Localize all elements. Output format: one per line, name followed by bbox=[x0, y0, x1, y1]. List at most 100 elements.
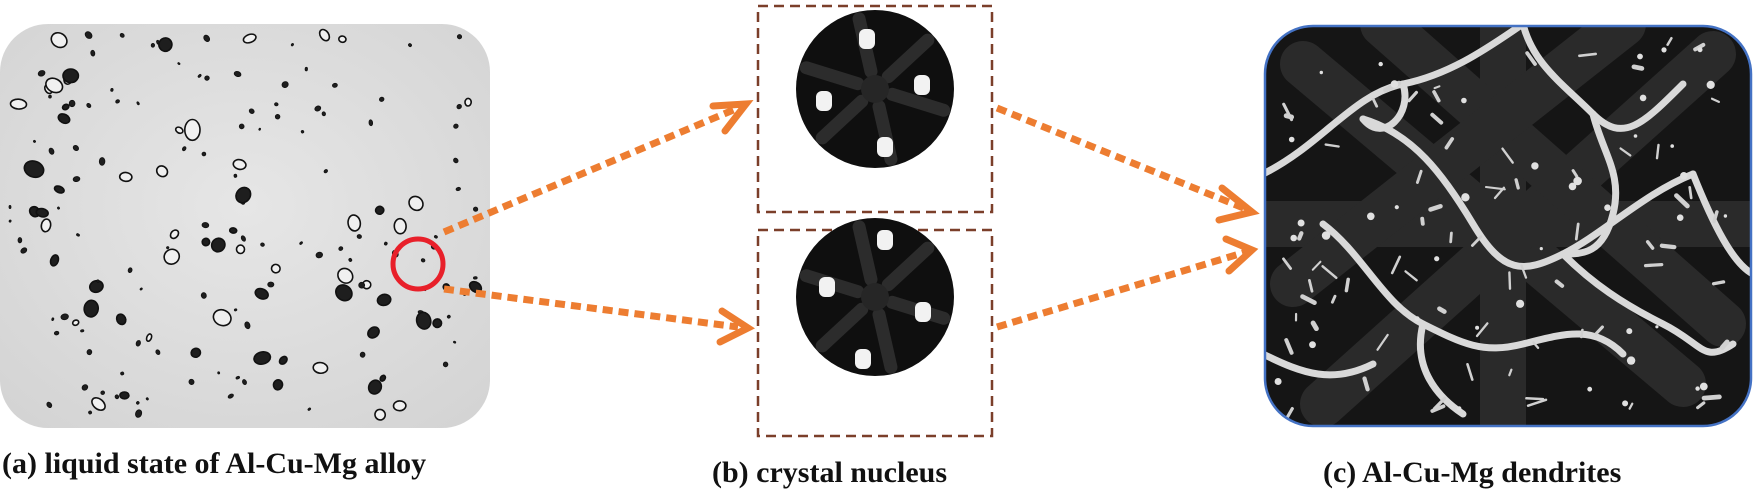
solute-boundary bbox=[1689, 170, 1751, 278]
solute-spot bbox=[859, 29, 875, 49]
side-branch bbox=[1470, 235, 1483, 247]
particle bbox=[203, 34, 211, 43]
particle bbox=[83, 299, 100, 318]
solute-dot bbox=[1461, 97, 1467, 104]
side-branch bbox=[1628, 402, 1634, 410]
side-branch bbox=[1344, 277, 1350, 293]
particle bbox=[155, 165, 169, 178]
particle bbox=[204, 75, 210, 81]
particle bbox=[456, 103, 462, 110]
particle bbox=[201, 151, 207, 157]
particle bbox=[335, 284, 353, 302]
particle bbox=[118, 171, 133, 183]
particle bbox=[318, 28, 331, 42]
solute-dot bbox=[1568, 182, 1577, 191]
solute-dot bbox=[1699, 382, 1708, 391]
solute-dot bbox=[1706, 80, 1715, 89]
arrowhead-2 bbox=[716, 307, 756, 346]
side-branch bbox=[1688, 185, 1693, 200]
solute-dot bbox=[1367, 212, 1375, 221]
solute-boundary bbox=[1359, 80, 1409, 132]
particle bbox=[174, 126, 184, 135]
side-branch bbox=[1297, 231, 1304, 241]
particle bbox=[139, 287, 143, 291]
particle bbox=[367, 379, 383, 395]
dendrite-frame bbox=[1263, 24, 1753, 428]
side-branch bbox=[1619, 147, 1632, 157]
particle bbox=[244, 321, 251, 330]
particle bbox=[238, 123, 245, 130]
particle bbox=[110, 88, 114, 92]
side-branch bbox=[1645, 240, 1655, 250]
particle bbox=[321, 111, 326, 117]
particle bbox=[379, 374, 387, 382]
particle bbox=[145, 333, 153, 343]
caption-a: (a) liquid state of Al-Cu-Mg alloy bbox=[2, 447, 427, 480]
solute-dot bbox=[1697, 47, 1703, 53]
solute-dot bbox=[1390, 80, 1399, 88]
particle bbox=[312, 361, 329, 375]
micrograph-image bbox=[0, 24, 490, 428]
side-branch bbox=[1404, 270, 1418, 282]
particle bbox=[20, 247, 28, 254]
side-branch bbox=[1362, 376, 1370, 392]
solute-dot bbox=[1290, 234, 1297, 242]
particle bbox=[96, 279, 100, 283]
side-branch bbox=[1484, 185, 1506, 191]
side-branch bbox=[1655, 143, 1660, 160]
side-branch bbox=[1514, 178, 1520, 190]
particle bbox=[383, 241, 388, 246]
particle bbox=[393, 217, 407, 235]
side-branch bbox=[1282, 257, 1293, 270]
particle bbox=[260, 242, 265, 247]
solute-dot bbox=[1723, 214, 1728, 218]
particle bbox=[253, 351, 272, 365]
particle bbox=[201, 222, 210, 229]
side-branch bbox=[1508, 368, 1513, 377]
solute-dot bbox=[1661, 47, 1667, 53]
side-branch bbox=[1525, 51, 1537, 66]
particle bbox=[290, 43, 294, 47]
solute-dot bbox=[1457, 406, 1462, 411]
side-branch bbox=[1371, 97, 1379, 108]
solute-dot bbox=[1516, 299, 1525, 308]
particle bbox=[408, 195, 424, 212]
particle bbox=[84, 31, 93, 39]
side-branch bbox=[1415, 169, 1423, 184]
solute-dot bbox=[1475, 325, 1480, 330]
caption-c: (c) Al-Cu-Mg dendrites bbox=[1323, 456, 1622, 489]
crystal-nucleus-top bbox=[796, 10, 954, 168]
side-branch bbox=[1428, 203, 1443, 212]
arrowhead-1 bbox=[709, 100, 754, 135]
particle bbox=[115, 313, 127, 326]
solute-dot bbox=[1274, 378, 1282, 385]
particle bbox=[232, 158, 247, 171]
particle bbox=[299, 241, 303, 245]
particle bbox=[315, 251, 323, 259]
nucleus-arm bbox=[852, 220, 878, 286]
particle bbox=[135, 340, 141, 347]
particle bbox=[453, 340, 457, 344]
particle bbox=[235, 244, 246, 255]
particle bbox=[338, 35, 347, 44]
particle bbox=[17, 237, 23, 244]
particle bbox=[278, 355, 288, 365]
particle bbox=[392, 400, 407, 412]
nucleus-core bbox=[861, 283, 889, 311]
side-branch bbox=[1430, 404, 1446, 413]
particle bbox=[415, 311, 432, 330]
particle bbox=[40, 218, 52, 233]
particle bbox=[57, 206, 60, 210]
side-branch bbox=[1710, 97, 1720, 104]
particle bbox=[258, 127, 261, 131]
particle bbox=[190, 347, 202, 359]
particle bbox=[166, 246, 170, 250]
solute-dot bbox=[1680, 172, 1688, 180]
nucleus-box-top bbox=[756, 4, 994, 214]
side-branch bbox=[1449, 231, 1453, 244]
side-branch bbox=[1282, 102, 1294, 122]
solute-spot bbox=[914, 75, 930, 95]
solute-dot bbox=[1394, 205, 1399, 210]
particle bbox=[233, 70, 242, 78]
side-branch bbox=[1712, 210, 1719, 224]
